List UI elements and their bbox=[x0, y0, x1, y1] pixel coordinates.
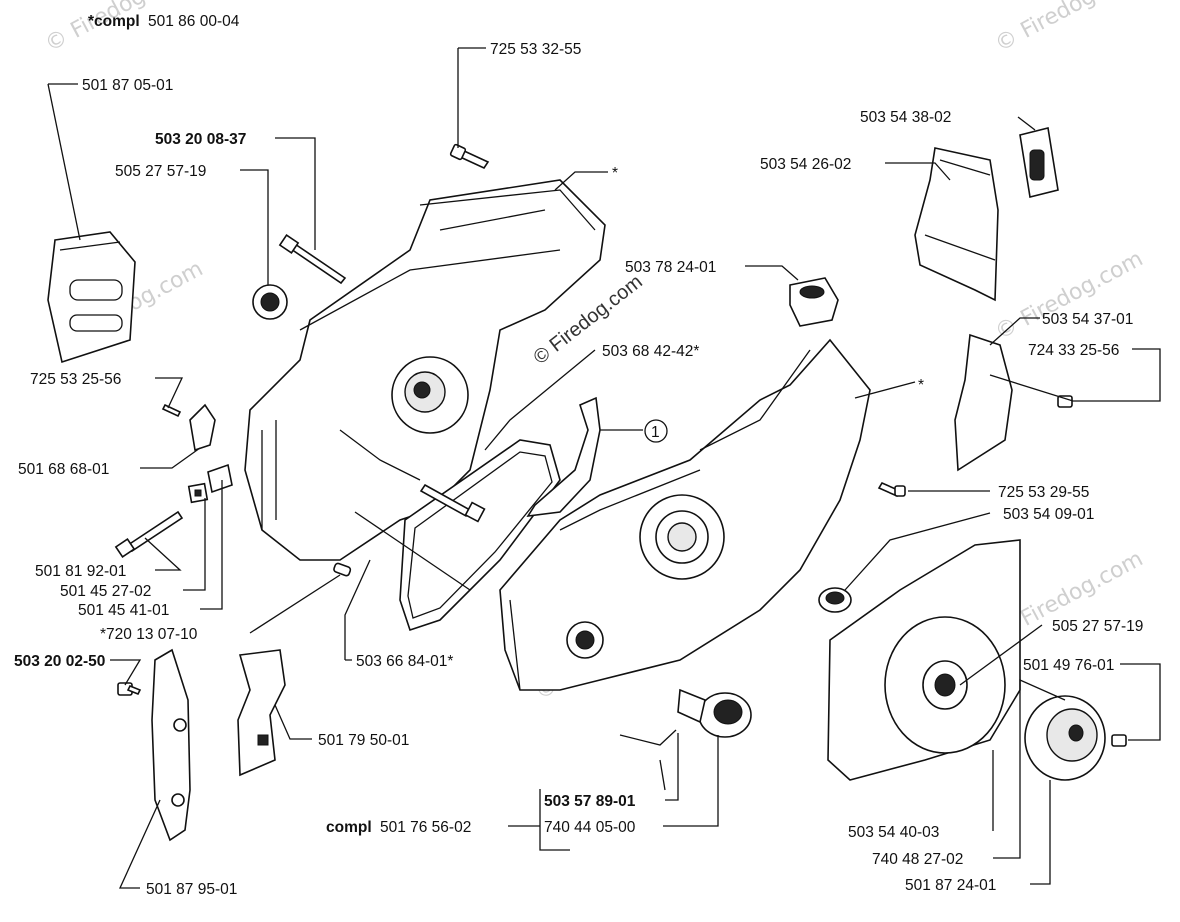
oil-pump bbox=[619, 688, 752, 791]
label-503-20-02-50: 503 20 02-50 bbox=[14, 653, 105, 670]
label-725-53-32-55: 725 53 32-55 bbox=[490, 41, 581, 58]
side-cover-plate bbox=[827, 539, 1021, 781]
label-725-53-25-56: 725 53 25-56 bbox=[30, 371, 121, 388]
watermark-right: © Firedog.com bbox=[991, 246, 1147, 345]
label-503-20-08-37: 503 20 08-37 bbox=[155, 131, 246, 148]
label-501-79-50-01: 501 79 50-01 bbox=[318, 732, 409, 749]
label-503-57-89-01: 503 57 89-01 bbox=[544, 793, 636, 810]
small-parts-clip bbox=[161, 403, 233, 504]
label-501-87-24-01: 501 87 24-01 bbox=[905, 877, 996, 894]
label-720-13-07-10: *720 13 07-10 bbox=[100, 626, 198, 643]
screw-503-20-02-50 bbox=[117, 682, 142, 696]
bolt-503-20-08-37 bbox=[278, 234, 347, 285]
label-725-53-29-55: 725 53 29-55 bbox=[998, 484, 1089, 501]
chain-guide-plate bbox=[47, 231, 136, 364]
long-screw-501-81-92-01 bbox=[114, 510, 184, 558]
label-503-54-26-02: 503 54 26-02 bbox=[760, 156, 851, 173]
label-724-33-25-56: 724 33 25-56 bbox=[1028, 342, 1119, 359]
stud bbox=[419, 483, 486, 523]
screw-725-53-29-55 bbox=[877, 481, 906, 498]
label-503-78-24-01: 503 78 24-01 bbox=[625, 259, 716, 276]
gasket bbox=[399, 396, 601, 632]
screw-725-53-32-55 bbox=[449, 143, 490, 170]
compl-top-number: 501 86 00-04 bbox=[148, 13, 240, 30]
compl-top-prefix: *compl bbox=[88, 13, 140, 30]
pin-720-13-07-10 bbox=[333, 562, 352, 577]
crankcase-right bbox=[499, 338, 871, 691]
compl-top-label: *compl 501 86 00-04 bbox=[88, 13, 240, 30]
screw-724-33-25-56 bbox=[1057, 395, 1073, 408]
label-503-54-38-02: 503 54 38-02 bbox=[860, 109, 951, 126]
label-503-54-37-01: 503 54 37-01 bbox=[1042, 311, 1133, 328]
callout-1: 1 bbox=[644, 419, 668, 443]
plate-503-54-37-01 bbox=[954, 333, 1013, 472]
leader-lines bbox=[47, 47, 1161, 889]
seal-503-54-38-02 bbox=[1019, 127, 1059, 198]
screw-501-49-76-01 bbox=[1111, 734, 1127, 747]
label-503-54-40-03: 503 54 40-03 bbox=[848, 824, 939, 841]
label-501-68-68-01: 501 68 68-01 bbox=[18, 461, 109, 478]
label-740-44-05-00: 740 44 05-00 bbox=[544, 819, 636, 836]
watermark-top-right: © Firedog.com bbox=[991, 0, 1147, 57]
clutch-drum bbox=[1024, 695, 1106, 781]
cap-503-78-24-01 bbox=[789, 277, 839, 327]
crankcase-left bbox=[244, 179, 606, 561]
label-503-54-09-01: 503 54 09-01 bbox=[1003, 506, 1094, 523]
label-740-48-27-02: 740 48 27-02 bbox=[872, 851, 963, 868]
label-star-a: * bbox=[612, 165, 618, 182]
label-505-27-57-19-left: 505 27 57-19 bbox=[115, 163, 206, 180]
label-503-68-42-42: 503 68 42-42* bbox=[602, 343, 699, 360]
label-503-66-84-01: 503 66 84-01* bbox=[356, 653, 453, 670]
label-501-45-27-02: 501 45 27-02 bbox=[60, 583, 151, 600]
guard-501-87-95-01 bbox=[151, 648, 191, 842]
callout-number: 1 bbox=[651, 424, 660, 441]
cover-503-54-26-02 bbox=[914, 147, 999, 302]
label-501-87-95-01: 501 87 95-01 bbox=[146, 881, 237, 898]
compl-bottom-prefix: compl bbox=[326, 819, 372, 836]
compl-bottom-number: 501 76 56-02 bbox=[380, 819, 471, 836]
bracket-501-79-50-01 bbox=[237, 649, 286, 777]
label-501-87-05-01: 501 87 05-01 bbox=[82, 77, 173, 94]
plug-503-54-09-01 bbox=[818, 587, 852, 613]
label-501-45-41-01: 501 45 41-01 bbox=[78, 602, 169, 619]
seal-left bbox=[252, 284, 288, 320]
label-505-27-57-19-right: 505 27 57-19 bbox=[1052, 618, 1143, 635]
label-501-81-92-01: 501 81 92-01 bbox=[35, 563, 126, 580]
label-star-b: * bbox=[918, 377, 924, 394]
compl-bottom-label: compl 501 76 56-02 bbox=[326, 819, 471, 836]
rod-503-66-84-01 bbox=[354, 511, 471, 591]
label-501-49-76-01: 501 49 76-01 bbox=[1023, 657, 1114, 674]
